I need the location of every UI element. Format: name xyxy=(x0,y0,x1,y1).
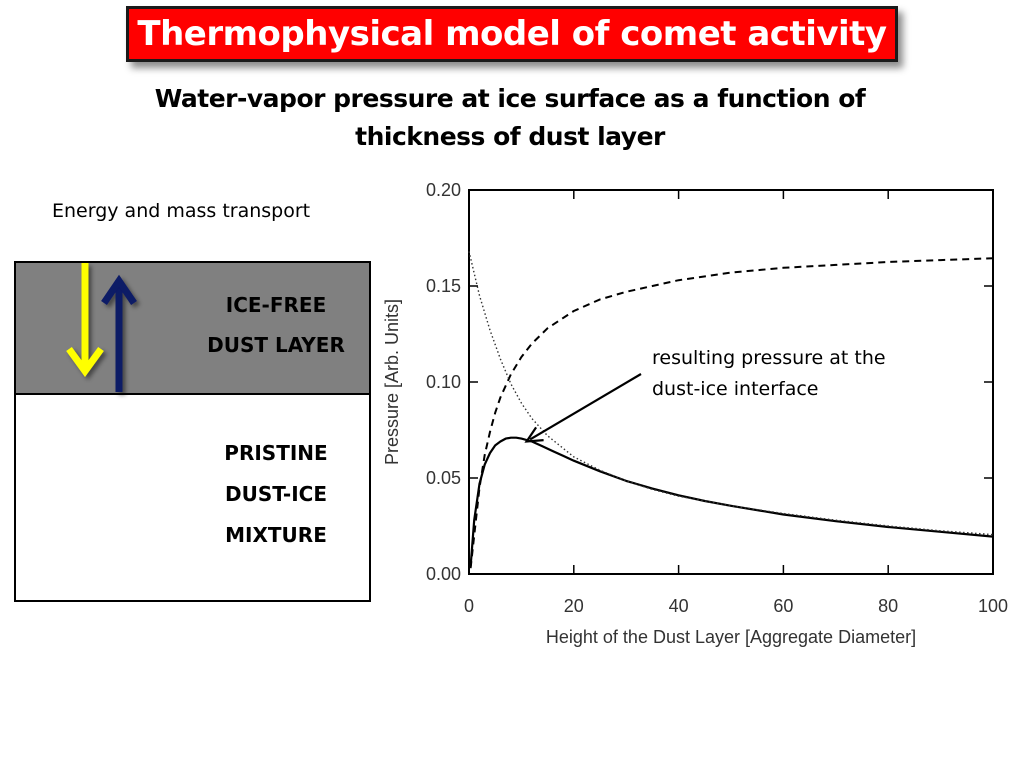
mass-up-arrow-icon xyxy=(101,274,137,392)
x-tick-label-3: 60 xyxy=(773,596,793,616)
x-tick-label-2: 40 xyxy=(669,596,689,616)
dust-layer-label-1: ICE-FREE xyxy=(225,293,327,317)
energy-down-arrow-icon xyxy=(66,263,104,377)
series-group xyxy=(468,251,994,569)
slide-subtitle: Water-vapor pressure at ice surface as a… xyxy=(110,80,910,156)
annotation-arrow-icon xyxy=(524,373,642,443)
annotation-arrow-shaft xyxy=(529,373,642,441)
y-axis-label: Pressure [Arb. Units] xyxy=(382,299,402,465)
title-banner: Thermophysical model of comet activity xyxy=(126,6,898,62)
series-line-dashed xyxy=(469,257,994,569)
y-tick-label-4: 0.20 xyxy=(426,180,461,200)
slide-title: Thermophysical model of comet activity xyxy=(137,14,887,54)
y-tick-label-1: 0.05 xyxy=(426,468,461,488)
ice-layer-label-2: DUST-ICE xyxy=(224,482,328,506)
dust-layer xyxy=(16,263,369,395)
subtitle-line-2: thickness of dust layer xyxy=(355,122,665,151)
x-tick-label-1: 20 xyxy=(564,596,584,616)
ice-layer-label-3: MIXTURE xyxy=(225,523,327,547)
y-tick-label-3: 0.15 xyxy=(426,276,461,296)
transport-label: Energy and mass transport xyxy=(52,200,311,222)
annotation-line-1: resulting pressure at the xyxy=(652,347,886,369)
x-tick-label-5: 100 xyxy=(978,596,1008,616)
series-line-dotted xyxy=(468,251,994,536)
transport-arrows xyxy=(66,263,137,392)
y-tick-label-0: 0.00 xyxy=(426,564,461,584)
y-tick-label-2: 0.10 xyxy=(426,372,461,392)
annotation-line-2: dust-ice interface xyxy=(652,378,819,400)
x-tick-labels: 0 20 40 60 80 100 xyxy=(464,596,1008,616)
ice-layer-label-1: PRISTINE xyxy=(224,441,328,465)
layer-diagram: ICE-FREE DUST LAYER PRISTINE DUST-ICE MI… xyxy=(14,261,371,602)
y-tick-labels: 0.00 0.05 0.10 0.15 0.20 xyxy=(426,180,461,584)
axis-ticks xyxy=(468,189,994,575)
x-tick-label-0: 0 xyxy=(464,596,474,616)
x-axis-label: Height of the Dust Layer [Aggregate Diam… xyxy=(546,627,916,647)
x-tick-label-4: 80 xyxy=(878,596,898,616)
series-line-solid xyxy=(469,436,994,567)
annotation-arrow-head xyxy=(524,426,544,443)
dust-layer-label-2: DUST LAYER xyxy=(207,333,345,357)
subtitle-line-1: Water-vapor pressure at ice surface as a… xyxy=(154,84,866,113)
